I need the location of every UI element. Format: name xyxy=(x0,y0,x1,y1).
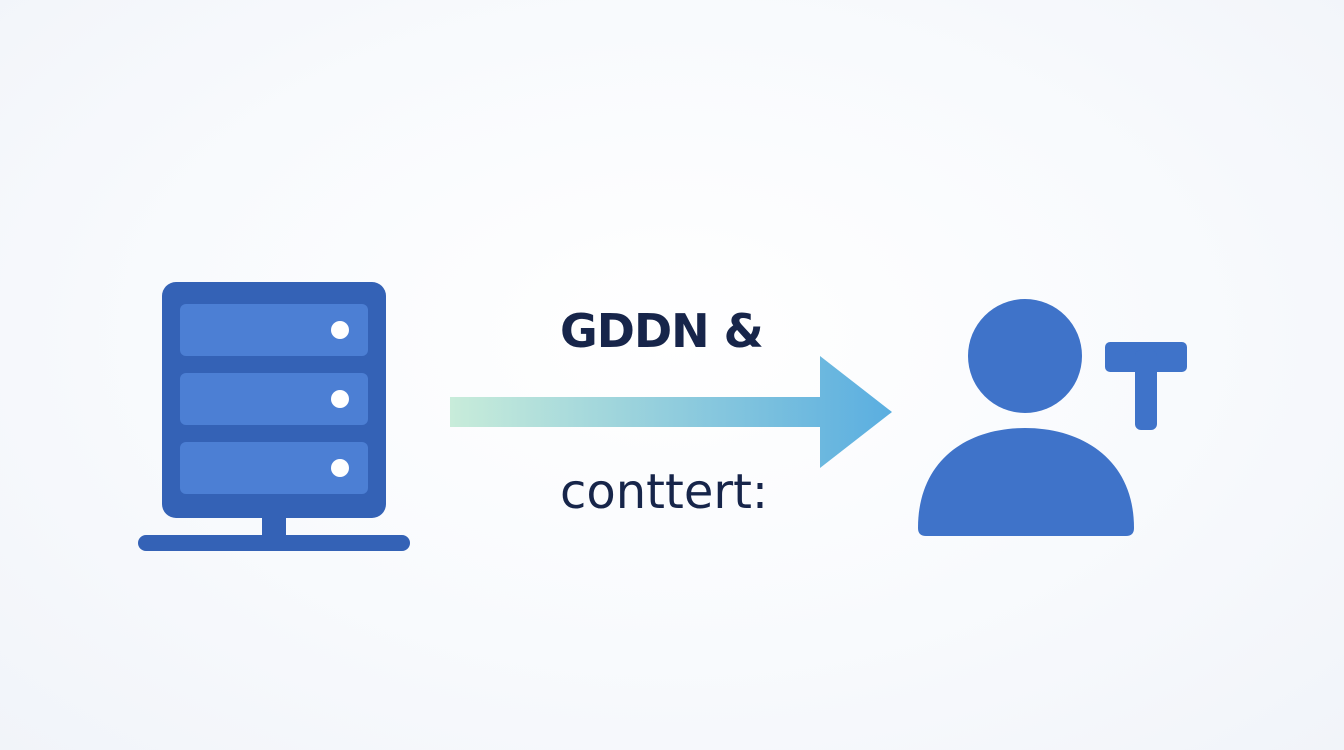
arrow-right-icon xyxy=(450,356,892,468)
label-top: GDDN & xyxy=(560,304,764,358)
user-icon xyxy=(918,299,1187,536)
text-t-icon xyxy=(1105,342,1187,430)
label-bottom: conttert: xyxy=(560,464,769,520)
server-icon xyxy=(138,282,410,551)
